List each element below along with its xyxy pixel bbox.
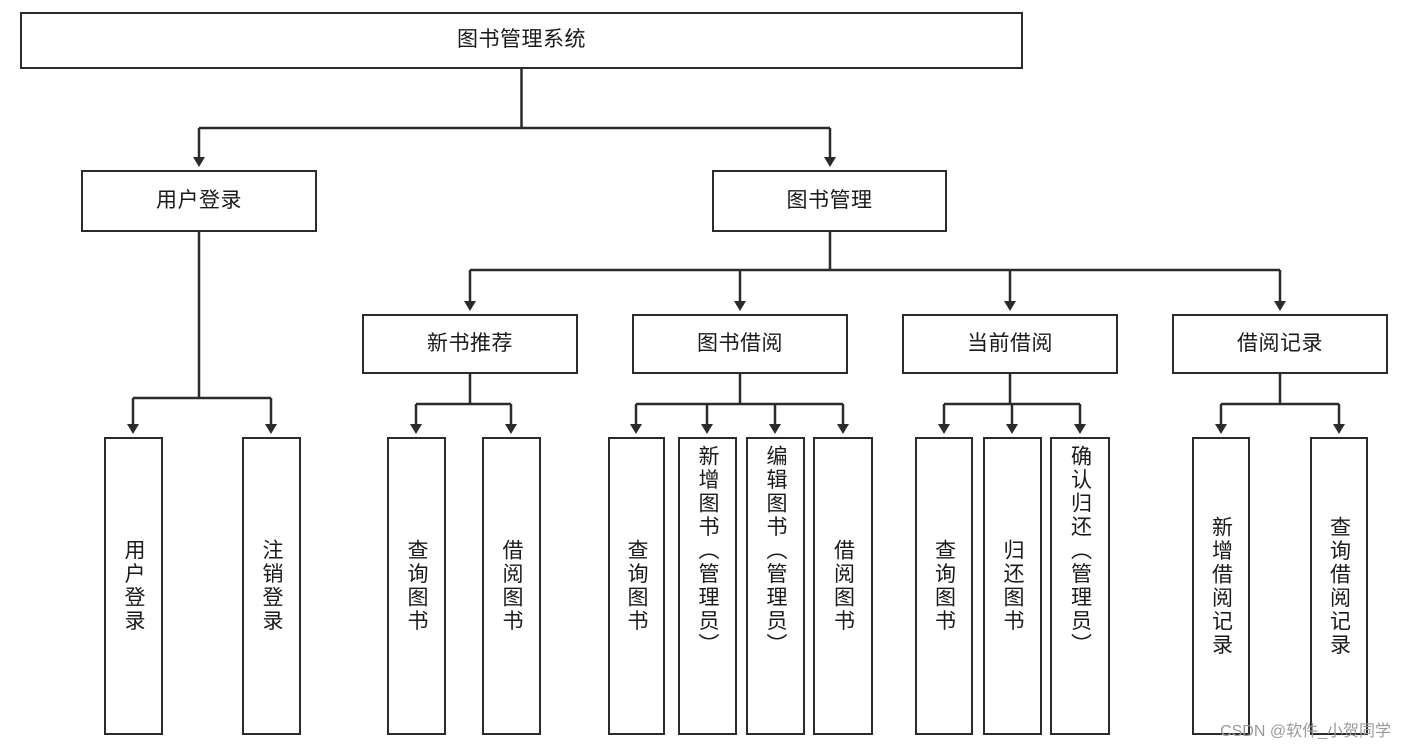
node-book-management-label: 图书管理	[786, 188, 873, 212]
node-cb-confirm-return-label: 确认归还（管理员）	[1068, 445, 1092, 657]
node-nb-query-book-label: 查询图书	[405, 539, 428, 633]
node-root-label: 图书管理系统	[457, 28, 586, 52]
node-bb-borrow-book-label: 借阅图书	[831, 539, 855, 633]
node-user-logout[interactable]: 注销登录	[242, 437, 301, 735]
node-root[interactable]: 图书管理系统	[20, 12, 1023, 69]
node-bb-query-book-label: 查询图书	[625, 539, 648, 633]
node-new-book-recommend-label: 新书推荐	[427, 331, 513, 355]
node-bb-edit-book-label: 编辑图书（管理员）	[764, 445, 787, 657]
node-nb-borrow-book-label: 借阅图书	[500, 539, 523, 633]
node-borrow-record[interactable]: 借阅记录	[1172, 314, 1388, 374]
node-bb-edit-book[interactable]: 编辑图书（管理员）	[746, 437, 805, 735]
node-new-book-recommend[interactable]: 新书推荐	[362, 314, 578, 374]
node-cb-query-book-label: 查询图书	[932, 539, 956, 633]
node-book-management[interactable]: 图书管理	[712, 170, 947, 232]
node-user-login[interactable]: 用户登录	[81, 170, 317, 232]
node-cb-confirm-return[interactable]: 确认归还（管理员）	[1050, 437, 1110, 735]
node-current-borrow-label: 当前借阅	[967, 331, 1053, 355]
node-nb-borrow-book[interactable]: 借阅图书	[482, 437, 541, 735]
node-br-add-record[interactable]: 新增借阅记录	[1192, 437, 1250, 735]
node-book-borrow-label: 图书借阅	[697, 331, 783, 355]
node-user-logout-label: 注销登录	[260, 539, 283, 633]
node-br-query-record[interactable]: 查询借阅记录	[1310, 437, 1368, 735]
node-cb-return-book-label: 归还图书	[1001, 539, 1024, 633]
node-br-add-record-label: 新增借阅记录	[1209, 515, 1233, 657]
node-user-login-do-label: 用户登录	[122, 539, 145, 633]
node-cb-return-book[interactable]: 归还图书	[983, 437, 1042, 735]
node-br-query-record-label: 查询借阅记录	[1327, 515, 1351, 657]
node-cb-query-book[interactable]: 查询图书	[915, 437, 973, 735]
node-book-borrow[interactable]: 图书借阅	[632, 314, 848, 374]
node-user-login-label: 用户登录	[156, 188, 242, 212]
node-bb-query-book[interactable]: 查询图书	[608, 437, 665, 735]
node-bb-add-book-label: 新增图书（管理员）	[696, 445, 719, 657]
node-user-login-do[interactable]: 用户登录	[104, 437, 163, 735]
node-bb-add-book[interactable]: 新增图书（管理员）	[678, 437, 737, 735]
node-current-borrow[interactable]: 当前借阅	[902, 314, 1118, 374]
csdn-watermark: CSDN @软件_小贺同学	[1220, 723, 1391, 740]
node-nb-query-book[interactable]: 查询图书	[387, 437, 446, 735]
node-bb-borrow-book[interactable]: 借阅图书	[813, 437, 873, 735]
node-borrow-record-label: 借阅记录	[1237, 331, 1323, 355]
